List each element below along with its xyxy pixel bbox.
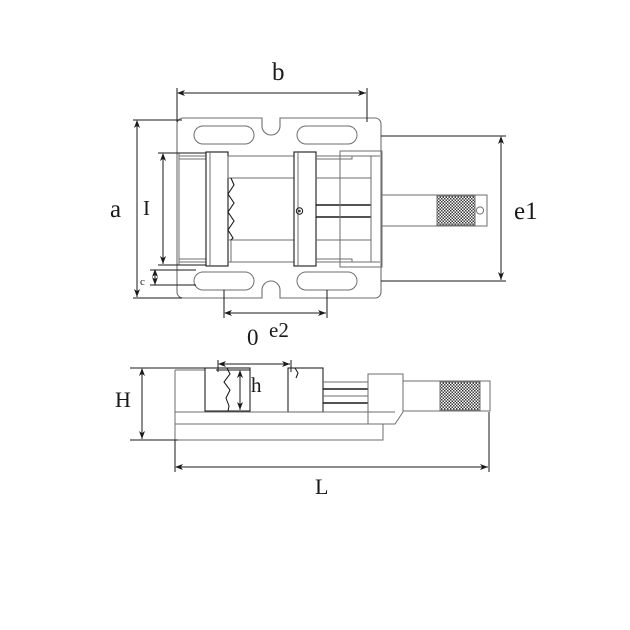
dimension-label-h: h (251, 373, 262, 397)
side-housing-block (367, 373, 404, 425)
mounting-slot-bottom-left (193, 271, 255, 291)
mounting-slot-bottom-right (296, 271, 358, 291)
side-break-line-zigzag (223, 367, 231, 412)
dimension-label-a: a (110, 196, 122, 223)
left-jaw-backing-block (178, 152, 207, 266)
movable-jaw-block (293, 151, 317, 267)
dimension-label-I: I (143, 196, 150, 220)
lead-screw-and-handle (381, 194, 488, 227)
right-end-block (339, 150, 383, 268)
top-view-dimensions (133, 88, 506, 318)
dimension-label-c: c (140, 276, 145, 288)
side-base-slab (174, 411, 395, 441)
base-plate-outline (176, 117, 382, 299)
jaw-body-with-break (227, 155, 294, 263)
left-jaw-plate (205, 151, 229, 267)
side-body-upper (175, 370, 403, 412)
top-view-group (176, 117, 488, 299)
pivot-pin (295, 207, 304, 215)
side-screw-and-handle (402, 380, 491, 412)
dimension-label-e2: e2 (269, 318, 289, 342)
fixed-jaw-block (204, 367, 251, 412)
side-knurled-grip (439, 381, 481, 411)
screw-housing-rails (316, 155, 380, 263)
movable-jaw-block-side (287, 367, 324, 413)
knurled-grip (436, 195, 476, 226)
side-rail-lines (323, 381, 368, 404)
dimension-label-H: H (115, 387, 131, 412)
break-line-zigzag (227, 177, 235, 241)
dimension-label-b: b (272, 59, 285, 86)
mounting-slot-top-left (193, 125, 255, 145)
handle-end-hole (475, 206, 485, 215)
dimension-label-e1: e1 (514, 198, 538, 225)
side-view-dimensions (130, 360, 490, 472)
dimension-label-L: L (315, 474, 329, 499)
side-view-group (174, 367, 491, 441)
dimension-label-opening: 0 (247, 325, 259, 350)
mounting-slot-top-right (296, 125, 358, 145)
